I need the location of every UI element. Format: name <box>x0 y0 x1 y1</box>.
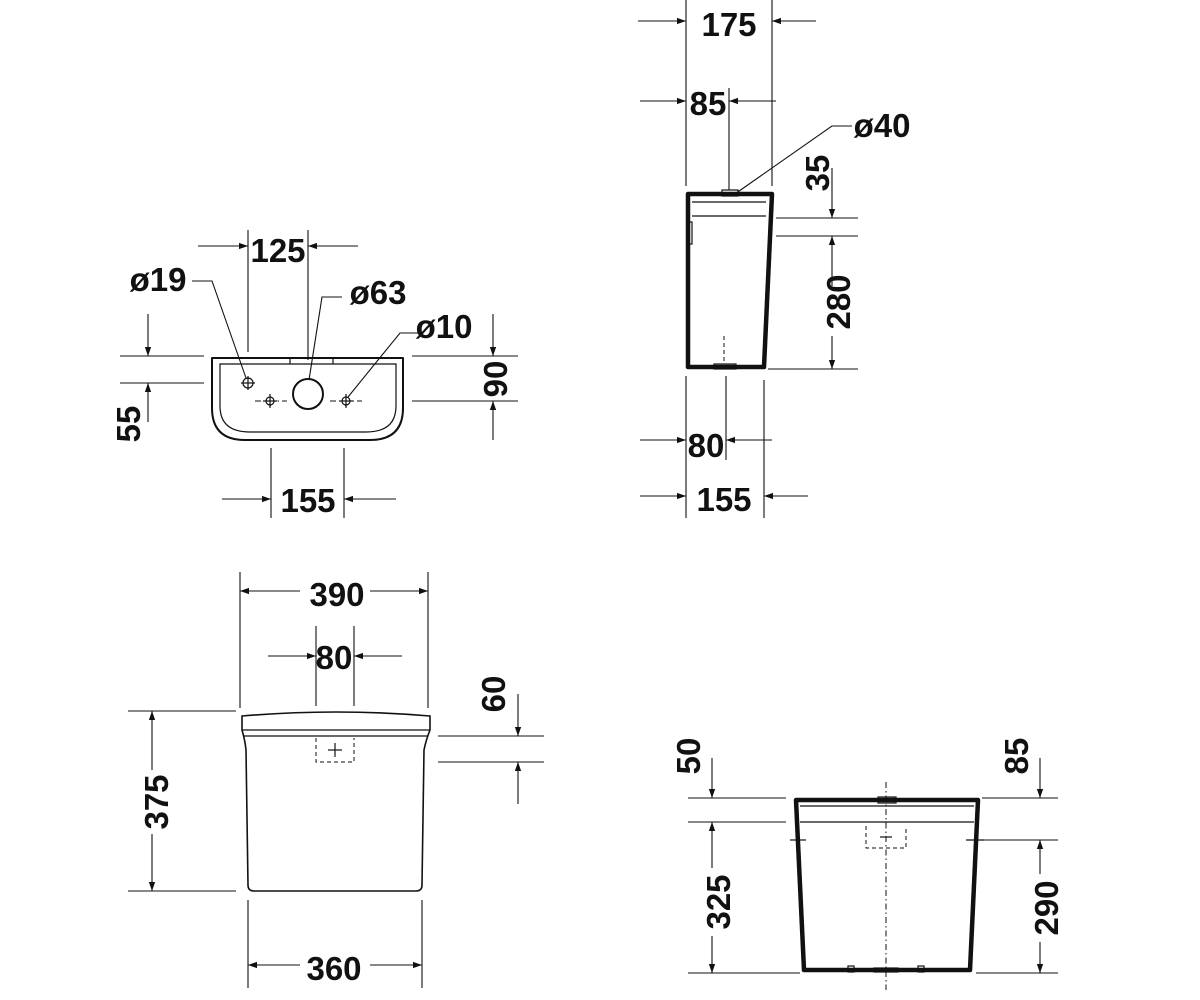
dia-63-label: ø63 <box>350 274 407 311</box>
top-view-outline <box>211 357 404 441</box>
dim-280-label: 280 <box>820 274 857 329</box>
dim-325-label: 325 <box>700 874 737 929</box>
side-view-outline <box>685 191 775 370</box>
dim-80-front-label: 80 <box>316 639 353 676</box>
dim-155-top-view-label: 155 <box>280 482 335 519</box>
back-view-outline <box>793 797 981 973</box>
dim-375-label: 375 <box>138 774 175 829</box>
dim-85-side-label: 85 <box>690 85 727 122</box>
dim-80-side-label: 80 <box>688 427 725 464</box>
hole-63 <box>292 378 324 410</box>
dia-40-label: ø40 <box>854 107 911 144</box>
top-view: 125 ø19 ø63 ø10 155 55 90 <box>110 230 518 519</box>
dim-290-label: 290 <box>1028 880 1065 935</box>
dim-35-label: 35 <box>799 155 836 192</box>
dia-10-label: ø10 <box>416 308 473 345</box>
dim-60-label: 60 <box>475 676 512 713</box>
dim-155-side-label: 155 <box>696 481 751 518</box>
dim-90-label: 90 <box>477 361 514 398</box>
dim-50-label: 50 <box>670 738 707 775</box>
back-view: 50 325 85 290 <box>670 738 1065 990</box>
front-view: 390 80 60 375 360 <box>128 572 544 988</box>
dim-85-back-label: 85 <box>998 738 1035 775</box>
front-view-outline <box>241 711 431 892</box>
side-view: 175 85 ø40 35 280 80 155 <box>638 0 910 518</box>
dim-125-label: 125 <box>250 232 305 269</box>
dim-55-label: 55 <box>110 406 147 443</box>
dim-360-label: 360 <box>306 950 361 987</box>
dim-390-label: 390 <box>309 576 364 613</box>
dim-175-label: 175 <box>701 6 756 43</box>
dia-19-label: ø19 <box>130 261 187 298</box>
